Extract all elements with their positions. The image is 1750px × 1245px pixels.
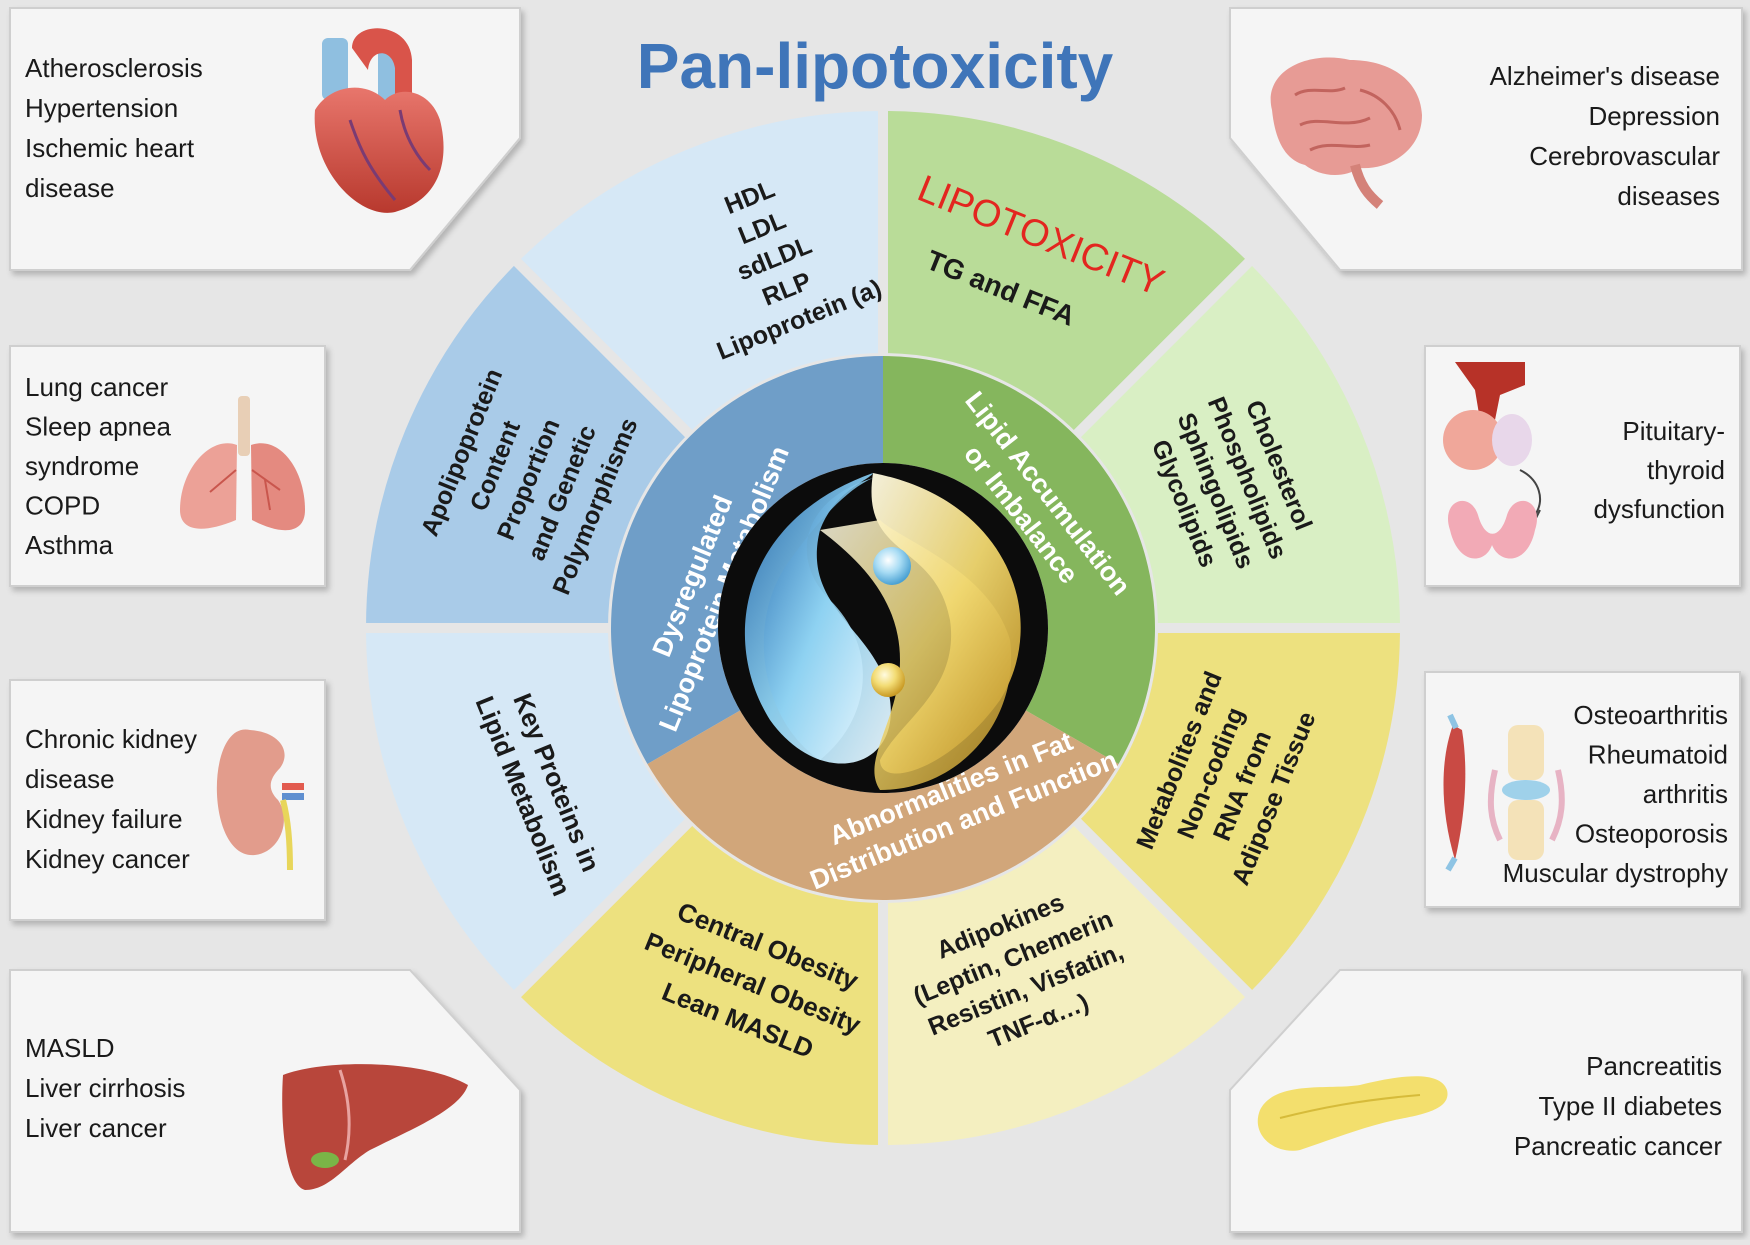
water-wave [763, 478, 873, 760]
disease-item: Hypertension [25, 93, 178, 123]
disease-item: Osteoarthritis [1573, 700, 1728, 730]
disease-item: Atherosclerosis [25, 53, 203, 83]
gold-droplet [871, 663, 905, 697]
disease-item: Depression [1588, 101, 1720, 131]
lung-icon [180, 396, 305, 531]
thyroid-disease-list: Pituitary-thyroid dysfunction [1593, 416, 1725, 524]
ring-lipid-accumulation [883, 356, 1155, 764]
disease-item: disease [25, 764, 115, 794]
disease-item: Osteoporosis [1575, 819, 1728, 849]
brain-disease-box: Alzheimer's diseaseDepressionCerebrovasc… [1229, 7, 1743, 271]
disease-item: COPD [25, 491, 100, 521]
disease-item: Kidney cancer [25, 844, 190, 874]
disease-item: Pancreatic cancer [1514, 1131, 1722, 1161]
disease-item: Liver cancer [25, 1113, 167, 1143]
page-title: Pan-lipotoxicity [637, 30, 1114, 102]
liver-icon [282, 1064, 468, 1190]
disease-item: Type II diabetes [1538, 1091, 1722, 1121]
disease-item: Alzheimer's disease [1490, 61, 1720, 91]
pituitary-thyroid-icon [1443, 362, 1541, 559]
disease-item: Kidney failure [25, 804, 183, 834]
yin-yang-emblem [718, 463, 1048, 793]
thyroid-disease-box: Pituitary-thyroid dysfunction [1424, 345, 1741, 587]
disease-item: syndrome [25, 451, 139, 481]
disease-item: Ischemic heart [25, 133, 195, 163]
disease-item: Liver cirrhosis [25, 1073, 185, 1103]
disease-item: Rheumatoid [1588, 740, 1728, 770]
disease-item: Lung cancer [25, 372, 168, 402]
disease-item: Chronic kidney [25, 724, 197, 754]
disease-item: Pituitary- [1622, 416, 1725, 446]
disease-item: Pancreatitis [1586, 1051, 1722, 1081]
disease-item: dysfunction [1593, 494, 1725, 524]
ring-lipoprotein-metabolism [611, 356, 883, 764]
blue-droplet [873, 547, 911, 585]
kidney-icon [216, 729, 304, 871]
disease-item: disease [25, 173, 115, 203]
muscle-joint-icon [1443, 713, 1565, 872]
disease-item: diseases [1617, 181, 1720, 211]
disease-item: Muscular dystrophy [1503, 858, 1728, 888]
disease-item: thyroid [1647, 455, 1725, 485]
disease-item: arthritis [1643, 779, 1728, 809]
disease-item: MASLD [25, 1033, 115, 1063]
ring-fat-distribution [647, 710, 1119, 900]
disease-item: Sleep apnea [25, 412, 172, 442]
brain-icon [1270, 57, 1422, 209]
heart-icon [314, 28, 444, 213]
disease-item: Asthma [25, 530, 114, 560]
brain-disease-list: Alzheimer's diseaseDepressionCerebrovasc… [1490, 61, 1721, 211]
pancreas-icon [1257, 1076, 1448, 1151]
oil-wave [820, 520, 1012, 790]
disease-item: Cerebrovascular [1529, 141, 1720, 171]
